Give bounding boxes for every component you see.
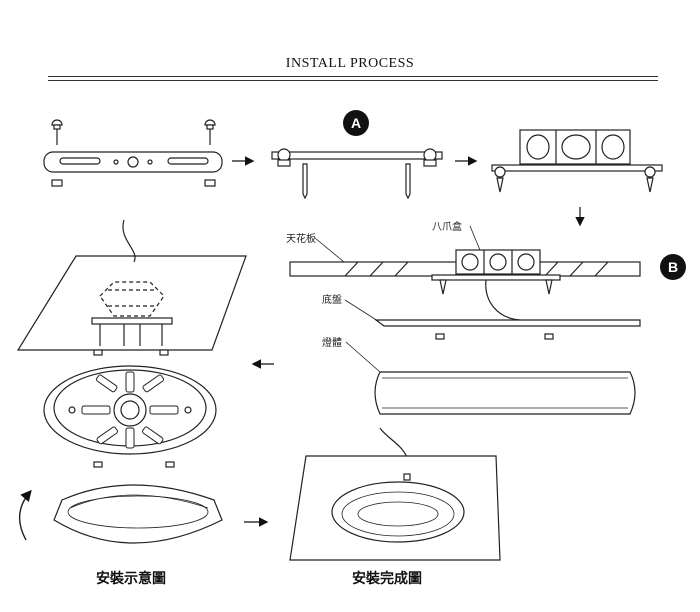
page-title: INSTALL PROCESS [285,56,415,71]
lamp-cover [53,484,223,544]
mounting-bracket-step1 [43,119,223,187]
ceiling-panel-exploded [16,219,247,356]
step-a-badge: A [343,110,369,136]
claw-box-step3 [491,129,663,193]
lamp-body-part [374,371,636,415]
led-base-plate [43,365,217,468]
label-claw-box: 八爪盒 [432,222,462,233]
base-plate-part [374,319,641,340]
bracket-with-bolts-step2 [271,148,443,200]
title-rule-top [48,76,658,77]
label-ceiling-board: 天花板 [286,234,316,245]
screw-icon [204,119,216,145]
rotate-arrow-icon [19,489,32,541]
title-rule-bottom [48,80,658,81]
label-base-plate: 底盤 [322,295,342,306]
step-b-badge: B [660,254,686,280]
screw-icon [51,119,63,145]
installed-lamp-result [289,427,501,561]
label-lamp-body: 燈體 [322,338,342,349]
power-wire [485,279,521,321]
caption-install-complete: 安裝完成圖 [352,571,422,587]
caption-install-diagram: 安裝示意圖 [96,571,166,587]
claw-box-part [431,249,561,295]
